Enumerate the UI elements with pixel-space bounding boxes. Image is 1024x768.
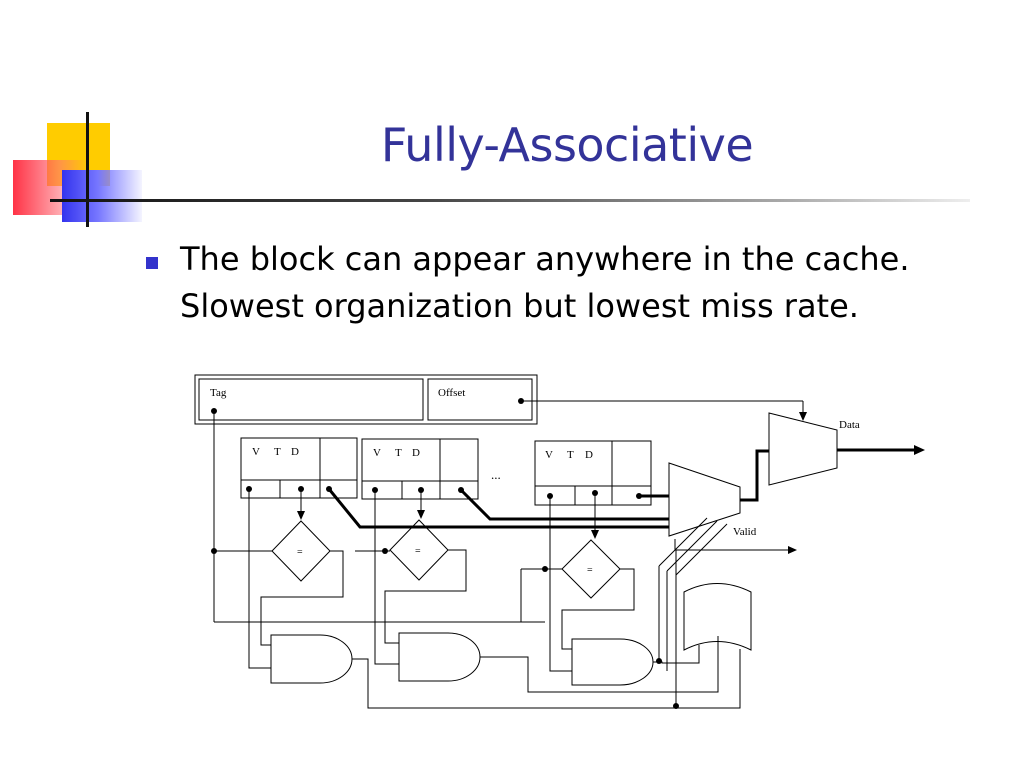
cache-entry-1 (240, 437, 358, 499)
offset-label: Offset (438, 387, 465, 399)
comparator-2 (389, 519, 449, 581)
and-gate-2 (398, 632, 481, 682)
comparator-3 (561, 539, 621, 599)
address-register (194, 374, 538, 425)
entry1-d-label: D (291, 446, 299, 458)
entry2-t-label: T (395, 447, 402, 459)
bullet-marker (146, 257, 158, 269)
decor-blue-square (62, 170, 142, 222)
data-mux (668, 462, 741, 537)
ellipsis-label: ... (491, 467, 501, 482)
bullet-line-1: The block can appear anywhere in the cac… (180, 240, 910, 278)
valid-output-label: Valid (733, 526, 757, 538)
entry1-v-label: V (252, 446, 260, 458)
cache-entry-n (534, 440, 652, 506)
comparator-1-symbol: = (297, 547, 303, 558)
tag-label: Tag (210, 387, 227, 399)
tag-field (198, 378, 424, 421)
comparator-1 (271, 520, 331, 582)
decor-vertical-line (86, 112, 89, 227)
entryn-t-label: T (567, 449, 574, 461)
data-output-arrowhead (914, 445, 925, 455)
entry2-d-label: D (412, 447, 420, 459)
bullet-line-2: Slowest organization but lowest miss rat… (180, 287, 859, 325)
output-selector (768, 412, 838, 486)
comparator-2-symbol: = (415, 546, 421, 557)
entryn-d-label: D (585, 449, 593, 461)
and-gate-3 (571, 638, 654, 686)
entry1-t-label: T (274, 446, 281, 458)
entryn-v-label: V (545, 449, 553, 461)
bullet-item: The block can appear anywhere in the cac… (180, 236, 1010, 330)
slide-title: Fully-Associative (380, 118, 754, 172)
or-gate (683, 583, 752, 651)
data-output-label: Data (839, 419, 860, 431)
and-gate-1 (270, 634, 353, 684)
comparator-3-symbol: = (587, 565, 593, 576)
entry2-v-label: V (373, 447, 381, 459)
cache-entry-2 (361, 438, 479, 500)
offset-field (427, 378, 533, 421)
title-underline (50, 199, 970, 202)
